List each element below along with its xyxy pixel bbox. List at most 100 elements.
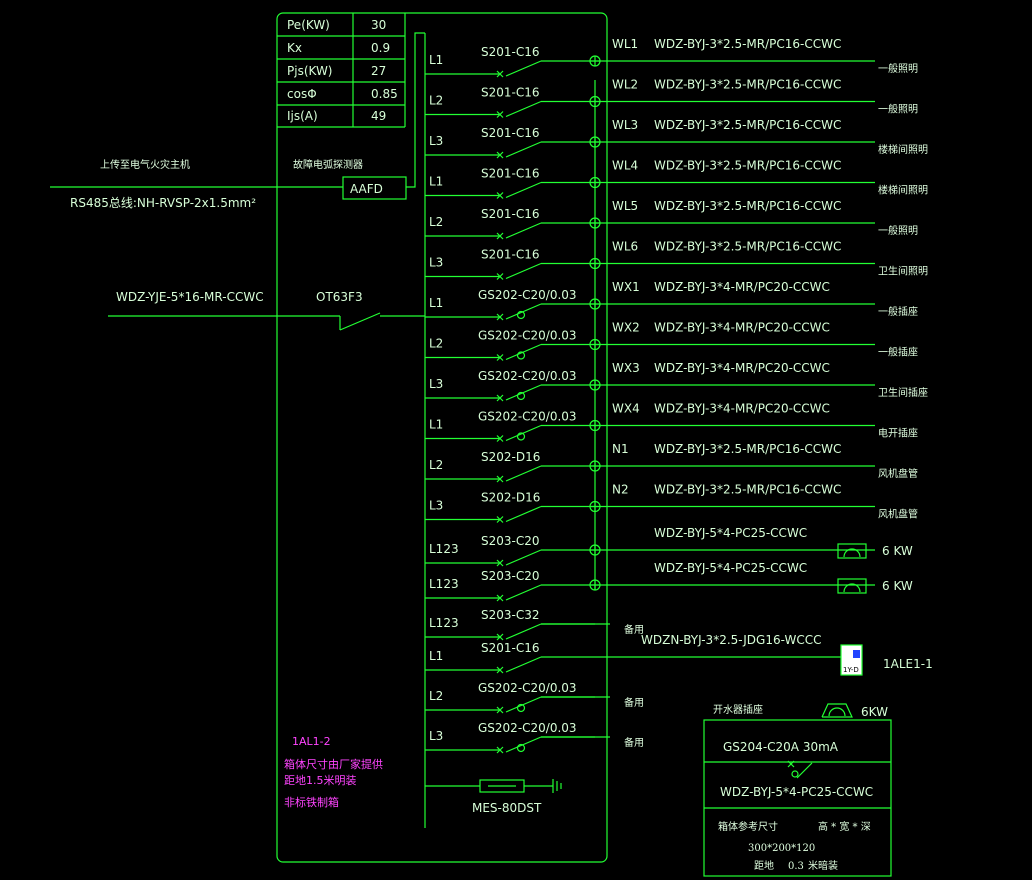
breaker-x-mark [496, 746, 504, 754]
breaker-x-mark [496, 666, 504, 674]
circuit-id: WX4 [612, 402, 640, 416]
breaker-blade [505, 505, 542, 523]
circuit-id: WX2 [612, 321, 640, 335]
circuit-id: WL1 [612, 37, 638, 51]
circuit-id: N2 [612, 483, 629, 497]
load-label: 一般照明 [878, 62, 918, 75]
heater-box [837, 578, 867, 594]
breaker-blade [505, 60, 542, 77]
breaker-blade [505, 696, 542, 713]
breaker-x-mark [496, 192, 504, 199]
panel-note-1: 箱体尺寸由厂家提供 [284, 757, 383, 771]
cable-spec: WDZ-BYJ-3*2.5-MR/PC16-CCWC [654, 118, 841, 132]
fire-host-label: 上传至电气火灾主机 [100, 158, 190, 171]
breaker-x-mark [496, 706, 504, 714]
param-label-pjs: Pjs(KW) [287, 64, 333, 78]
box-size-value: 300*200*120 [748, 843, 815, 854]
load-label: 风机盘管 [878, 467, 918, 480]
breaker-blade [505, 262, 542, 280]
phase-label: L2 [429, 337, 443, 351]
breaker-label: GS202-C20/0.03 [478, 721, 577, 735]
circuit-id: WL6 [612, 240, 638, 254]
load-label: 楼梯间照明 [878, 184, 928, 197]
breaker-label: S202-D16 [481, 491, 540, 505]
breaker-blade [505, 181, 542, 199]
load-label: 备用 [624, 736, 644, 749]
phase-label: L3 [429, 729, 443, 743]
breaker-x-mark [496, 151, 504, 159]
parameter-table: Pe(KW) 30 Kx 0.9 Pjs(KW) 27 cosΦ 0.85 Ij… [277, 13, 406, 128]
cable-spec: WDZ-BYJ-3*4-MR/PC20-CCWC [654, 402, 830, 416]
phase-label: L1 [429, 649, 443, 663]
breaker-label: S202-D16 [481, 450, 540, 464]
mount-label: 距地 [754, 859, 774, 872]
circuit-id: WL5 [612, 199, 638, 213]
breaker-x-mark [496, 70, 504, 78]
water-heater-power: 6KW [861, 705, 888, 719]
panel-name: 1AL1-2 [292, 735, 331, 748]
rcd-coil [516, 310, 526, 320]
fire-monitor-link: 上传至电气火灾主机 RS485总线:NH-RVSP-2x1.5mm² 故障电弧探… [50, 32, 425, 210]
breaker-label: S201-C16 [481, 45, 540, 59]
param-value-pe: 30 [371, 18, 386, 32]
phase-label: L3 [429, 377, 443, 391]
box-size-label: 箱体参考尺寸 [718, 820, 778, 833]
emergency-panel-box: 1Y-D [840, 644, 863, 676]
breaker-label: GS202-C20/0.03 [478, 369, 577, 383]
phase-label: L3 [429, 134, 443, 148]
phase-label: L123 [429, 616, 459, 630]
circuit-id: WL3 [612, 118, 638, 132]
phase-label: L2 [429, 689, 443, 703]
rcd-coil [516, 432, 526, 441]
param-value-ijs: 49 [371, 109, 386, 123]
cable-spec: WDZ-BYJ-3*4-MR/PC20-CCWC [654, 361, 830, 375]
breaker-x-mark [496, 273, 504, 280]
load-label: 备用 [624, 696, 644, 709]
mount-unit: 米暗装 [808, 859, 838, 872]
cable-spec: WDZ-BYJ-3*2.5-MR/PC16-CCWC [654, 159, 841, 173]
rs485-cable-label: RS485总线:NH-RVSP-2x1.5mm² [70, 196, 256, 210]
breaker-label: S203-C20 [481, 569, 540, 583]
load-label: 一般插座 [878, 346, 918, 359]
breaker-x-mark [496, 232, 504, 240]
load-label: 1ALE1-1 [883, 657, 933, 671]
breaker-label: S201-C16 [481, 126, 540, 140]
load-label: 卫生间照明 [878, 265, 928, 278]
load-label: 6 KW [882, 544, 913, 558]
load-label: 卫生间插座 [878, 386, 928, 399]
heater-symbol [843, 548, 861, 558]
cable-spec: WDZ-BYJ-5*4-PC25-CCWC [654, 526, 807, 540]
cable-spec: WDZ-BYJ-3*4-MR/PC20-CCWC [654, 280, 830, 294]
breaker-x-mark [496, 475, 504, 483]
breaker-x-mark [496, 633, 504, 641]
breaker-blade [505, 424, 542, 442]
rcd-coil [516, 351, 526, 360]
breaker-label: S201-C16 [481, 167, 540, 181]
breaker-blade [505, 141, 542, 158]
circuit-id: WL2 [612, 78, 638, 92]
breaker-label: S203-C32 [481, 608, 540, 622]
phase-label: L2 [429, 458, 443, 472]
param-value-cos: 0.85 [371, 87, 398, 101]
load-label: 一般插座 [878, 305, 918, 318]
param-value-pjs: 27 [371, 64, 386, 78]
phase-label: L1 [429, 418, 443, 432]
panel-notes: 1AL1-2 箱体尺寸由厂家提供 距地1.5米明装 非标铁制箱 [284, 735, 383, 809]
breaker-label: S201-C16 [481, 207, 540, 221]
heater-symbol [843, 583, 861, 593]
cable-spec: WDZ-BYJ-3*4-MR/PC20-CCWC [654, 321, 830, 335]
breaker-x-mark [496, 435, 504, 442]
breaker-blade [505, 736, 542, 753]
load-label: 楼梯间照明 [878, 143, 928, 156]
breaker-x-mark [496, 594, 504, 602]
load-label: 一般照明 [878, 224, 918, 237]
param-label-cos: cosΦ [287, 87, 317, 101]
rcd-coil [516, 391, 526, 401]
rcd-coil [516, 743, 526, 753]
breaker-blade [505, 222, 542, 239]
circuit-id: N1 [612, 442, 629, 456]
mount-value: 0.3 [788, 861, 804, 872]
circuit-id: WX3 [612, 361, 640, 375]
breaker-blade [505, 584, 542, 601]
load-label: 6 KW [882, 579, 913, 593]
